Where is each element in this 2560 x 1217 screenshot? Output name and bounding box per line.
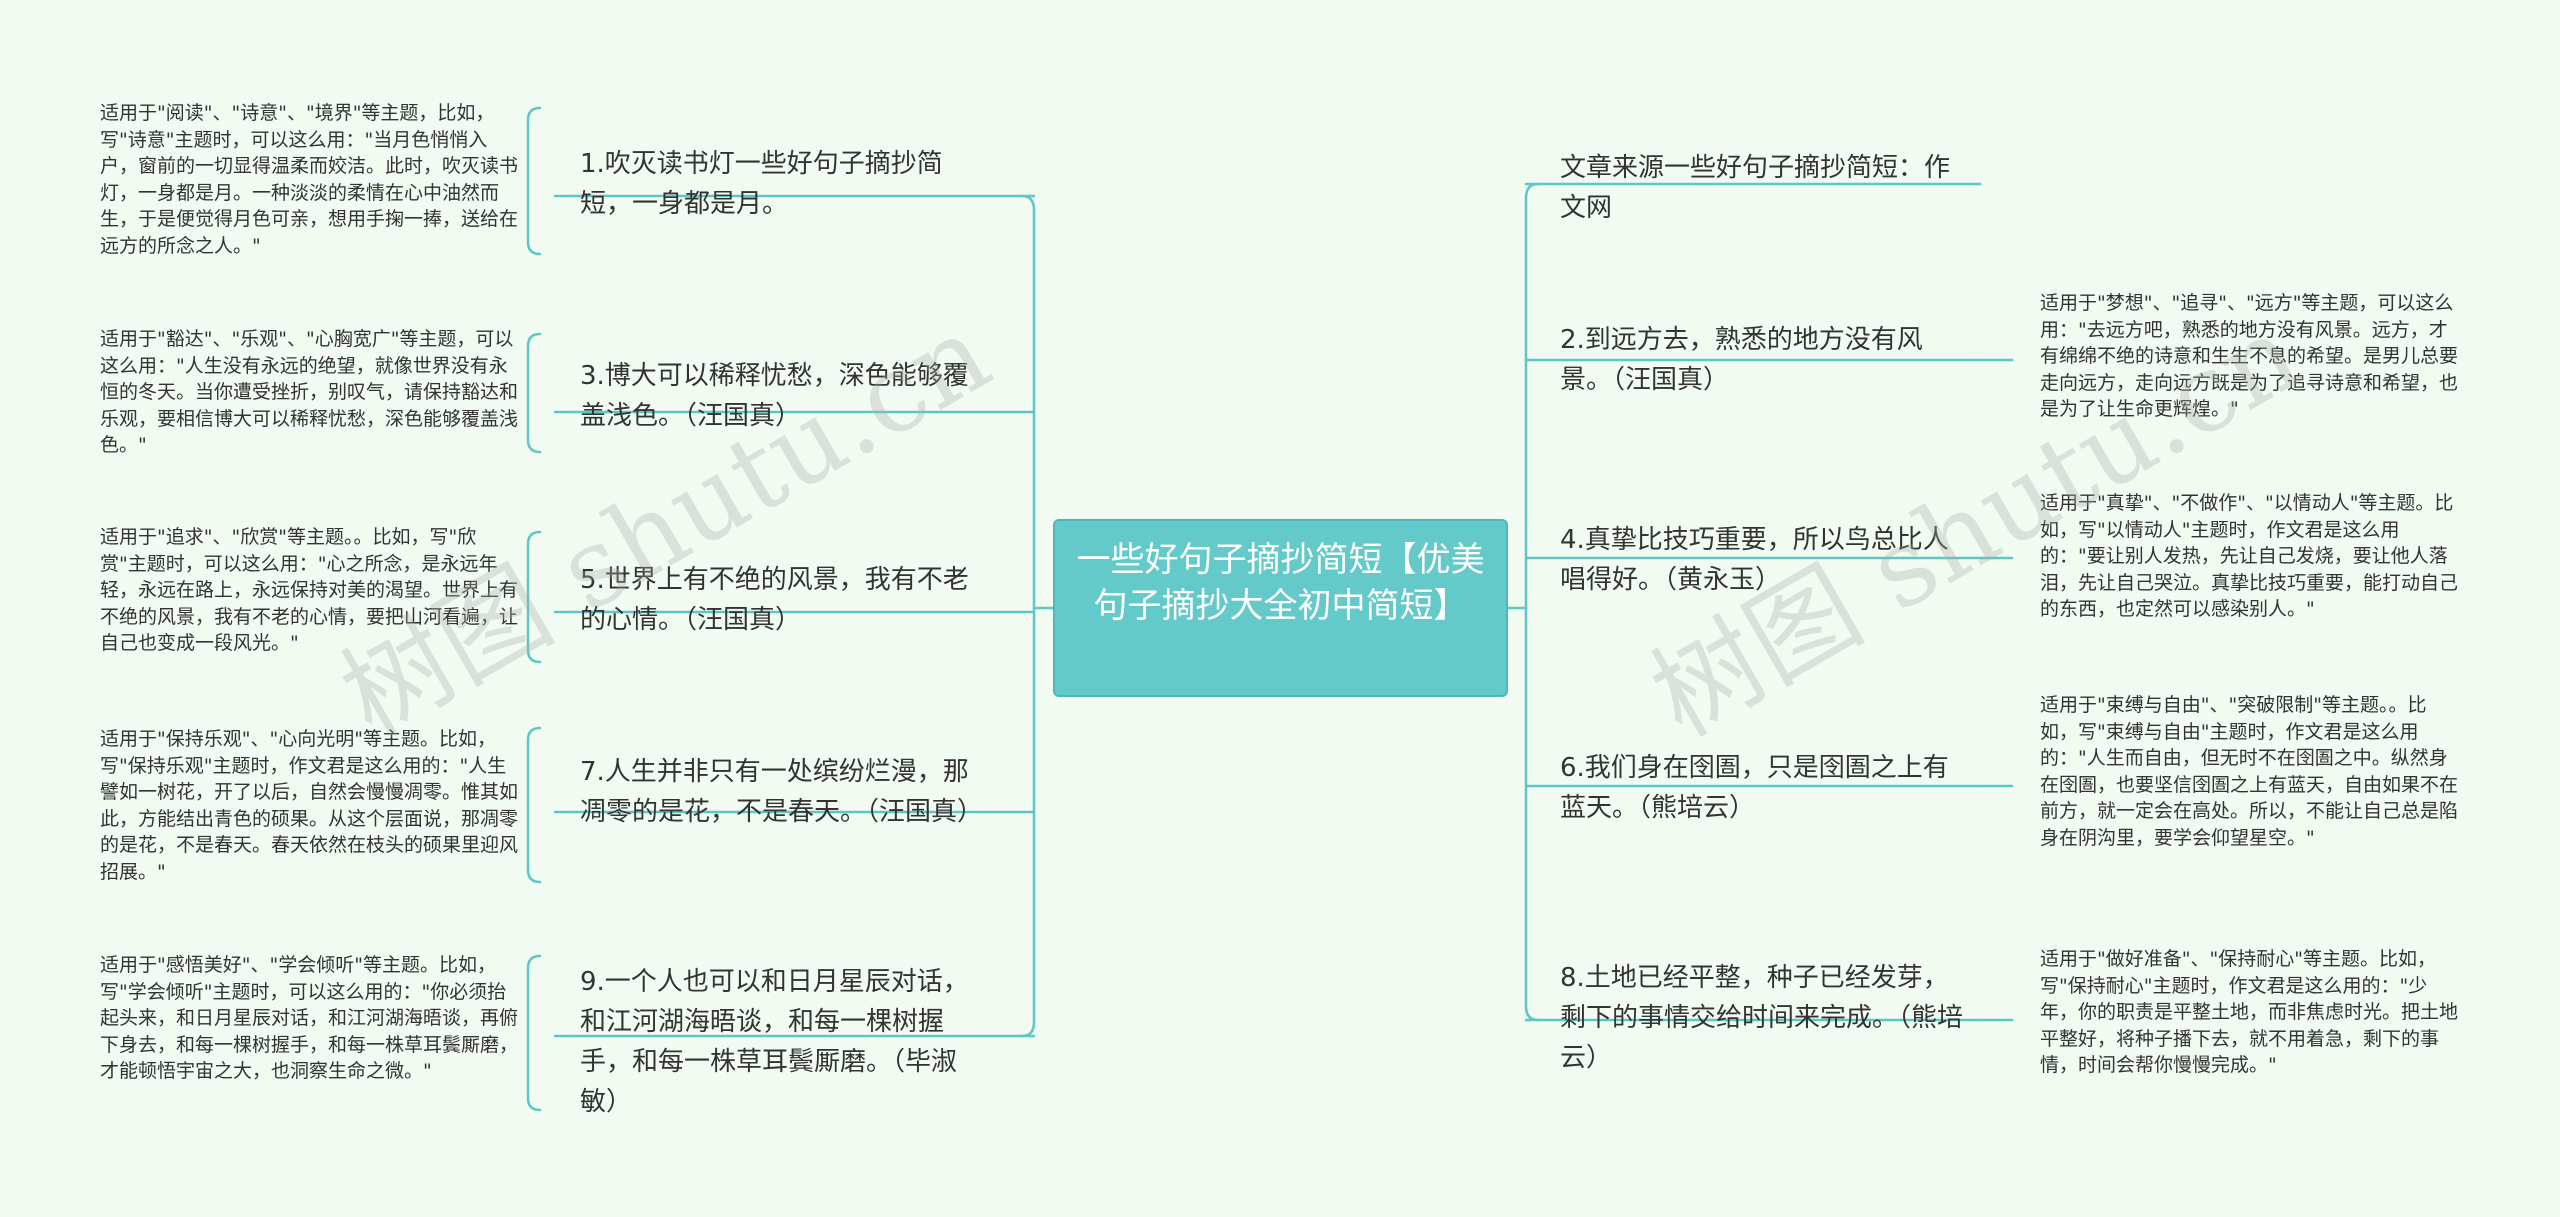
branch-right-6[interactable]: 6.我们身在囹圄，只是囹圄之上有蓝天。（熊培云） <box>1560 748 1970 828</box>
connector-leaf-left-7 <box>526 726 574 884</box>
connector-left-spine <box>1020 194 1036 1038</box>
center-topic[interactable]: 一些好句子摘抄简短【优美句子摘抄大全初中简短】 <box>1053 519 1508 697</box>
center-topic-title: 一些好句子摘抄简短【优美句子摘抄大全初中简短】 <box>1076 540 1485 626</box>
leaf-right-8[interactable]: 适用于"做好准备"、"保持耐心"等主题。比如，写"保持耐心"主题时，作文君是这么… <box>2040 946 2460 1079</box>
branch-label: 1.吹灭读书灯一些好句子摘抄简短，一身都是月。 <box>580 149 943 219</box>
leaf-note: 适用于"真挚"、"不做作"、"以情动人"等主题。比如，写"以情动人"主题时，作文… <box>2040 492 2459 620</box>
branch-label: 2.到远方去，熟悉的地方没有风景。（汪国真） <box>1560 325 1923 395</box>
leaf-left-1[interactable]: 适用于"阅读"、"诗意"、"境界"等主题，比如，写"诗意"主题时，可以这么用："… <box>100 100 520 259</box>
connector-leaf-left-9 <box>526 954 574 1112</box>
leaf-right-4[interactable]: 适用于"真挚"、"不做作"、"以情动人"等主题。比如，写"以情动人"主题时，作文… <box>2040 490 2460 623</box>
branch-label: 3.博大可以稀释忧愁，深色能够覆盖浅色。（汪国真） <box>580 361 969 431</box>
leaf-note: 适用于"梦想"、"追寻"、"远方"等主题，可以这么用："去远方吧，熟悉的地方没有… <box>2040 292 2459 420</box>
leaf-note: 适用于"豁达"、"乐观"、"心胸宽广"等主题，可以这么用："人生没有永远的绝望，… <box>100 328 519 456</box>
leaf-right-2[interactable]: 适用于"梦想"、"追寻"、"远方"等主题，可以这么用："去远方吧，熟悉的地方没有… <box>2040 290 2460 423</box>
branch-label: 8.土地已经平整，种子已经发芽，剩下的事情交给时间来完成。（熊培云） <box>1560 963 1964 1073</box>
branch-left-3[interactable]: 3.博大可以稀释忧愁，深色能够覆盖浅色。（汪国真） <box>580 356 990 436</box>
branch-right-4[interactable]: 4.真挚比技巧重要，所以鸟总比人唱得好。（黄永玉） <box>1560 520 1970 600</box>
connector-leaf-left-1 <box>526 106 574 256</box>
branch-left-5[interactable]: 5.世界上有不绝的风景，我有不老的心情。（汪国真） <box>580 560 990 640</box>
branch-right-8[interactable]: 8.土地已经平整，种子已经发芽，剩下的事情交给时间来完成。（熊培云） <box>1560 958 1970 1078</box>
leaf-left-5[interactable]: 适用于"追求"、"欣赏"等主题。。比如，写"欣赏"主题时，可以这么用："心之所念… <box>100 524 520 657</box>
branch-label: 7.人生并非只有一处缤纷烂漫，那凋零的是花，不是春天。（汪国真） <box>580 757 984 827</box>
leaf-note: 适用于"追求"、"欣赏"等主题。。比如，写"欣赏"主题时，可以这么用："心之所念… <box>100 526 519 654</box>
branch-label: 文章来源一些好句子摘抄简短：作文网 <box>1560 153 1951 223</box>
branch-left-7[interactable]: 7.人生并非只有一处缤纷烂漫，那凋零的是花，不是春天。（汪国真） <box>580 752 990 832</box>
branch-label: 4.真挚比技巧重要，所以鸟总比人唱得好。（黄永玉） <box>1560 525 1949 595</box>
leaf-note: 适用于"阅读"、"诗意"、"境界"等主题，比如，写"诗意"主题时，可以这么用："… <box>100 102 519 257</box>
leaf-left-3[interactable]: 适用于"豁达"、"乐观"、"心胸宽广"等主题，可以这么用："人生没有永远的绝望，… <box>100 326 520 459</box>
connector-leaf-left-3 <box>526 332 574 454</box>
leaf-note: 适用于"保持乐观"、"心向光明"等主题。比如，写"保持乐观"主题时，作文君是这么… <box>100 728 519 883</box>
connector-right-spine <box>1524 182 1540 1022</box>
branch-right-source[interactable]: 文章来源一些好句子摘抄简短：作文网 <box>1560 148 1970 228</box>
leaf-right-6[interactable]: 适用于"束缚与自由"、"突破限制"等主题。。比如，写"束缚与自由"主题时，作文君… <box>2040 692 2460 851</box>
leaf-left-7[interactable]: 适用于"保持乐观"、"心向光明"等主题。比如，写"保持乐观"主题时，作文君是这么… <box>100 726 520 885</box>
leaf-note: 适用于"感悟美好"、"学会倾听"等主题。比如，写"学会倾听"主题时，可以这么用的… <box>100 954 519 1082</box>
branch-label: 6.我们身在囹圄，只是囹圄之上有蓝天。（熊培云） <box>1560 753 1949 823</box>
leaf-note: 适用于"束缚与自由"、"突破限制"等主题。。比如，写"束缚与自由"主题时，作文君… <box>2040 694 2459 849</box>
branch-left-9[interactable]: 9.一个人也可以和日月星辰对话，和江河湖海晤谈，和每一棵树握手，和每一株草耳鬓厮… <box>580 962 990 1122</box>
branch-right-2[interactable]: 2.到远方去，熟悉的地方没有风景。（汪国真） <box>1560 320 1970 400</box>
leaf-left-9[interactable]: 适用于"感悟美好"、"学会倾听"等主题。比如，写"学会倾听"主题时，可以这么用的… <box>100 952 520 1085</box>
branch-label: 9.一个人也可以和日月星辰对话，和江河湖海晤谈，和每一棵树握手，和每一株草耳鬓厮… <box>580 967 969 1117</box>
connector-leaf-left-5 <box>526 530 574 664</box>
branch-left-1[interactable]: 1.吹灭读书灯一些好句子摘抄简短，一身都是月。 <box>580 144 990 224</box>
branch-label: 5.世界上有不绝的风景，我有不老的心情。（汪国真） <box>580 565 969 635</box>
leaf-note: 适用于"做好准备"、"保持耐心"等主题。比如，写"保持耐心"主题时，作文君是这么… <box>2040 948 2459 1076</box>
